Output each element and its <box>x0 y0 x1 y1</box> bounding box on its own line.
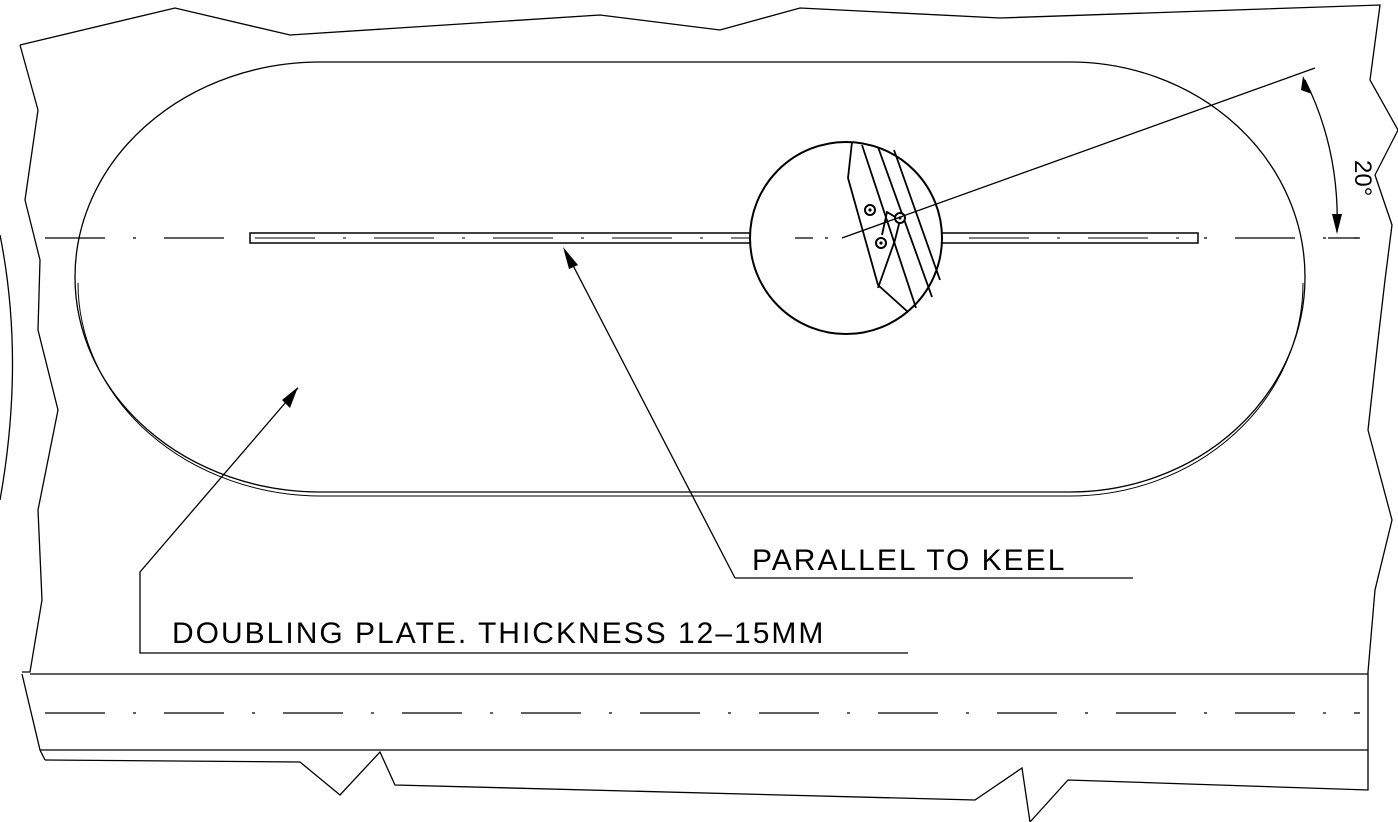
slot-strip <box>249 232 1199 244</box>
angle-reference-line <box>841 67 1316 239</box>
keel-bottom-break <box>44 672 1369 822</box>
bolt-holes <box>864 204 906 249</box>
angle-arrow-top <box>1301 76 1312 94</box>
angle-label: 20° <box>1349 160 1376 196</box>
hull-plate-outline <box>19 4 1398 673</box>
doubling-plate-label: DOUBLING PLATE. THICKNESS 12–15MM <box>172 617 825 650</box>
adjacent-arc <box>0 234 14 501</box>
doubling-leader-arrow <box>282 387 298 408</box>
parallel-leader-line <box>564 249 736 579</box>
doubling-plate-inner-edge <box>77 282 1304 497</box>
doubling-plate-outline <box>74 61 1306 493</box>
keel-left-edge <box>21 673 46 761</box>
angled-bracket <box>847 141 941 313</box>
parallel-leader-arrow <box>563 247 578 269</box>
doubling-leader-line <box>139 387 908 654</box>
angle-arrow-bottom <box>1332 214 1342 234</box>
detail-circle <box>749 141 943 335</box>
parallel-to-keel-label: PARALLEL TO KEEL <box>752 544 1066 577</box>
angle-dimension-arc <box>1304 79 1338 233</box>
